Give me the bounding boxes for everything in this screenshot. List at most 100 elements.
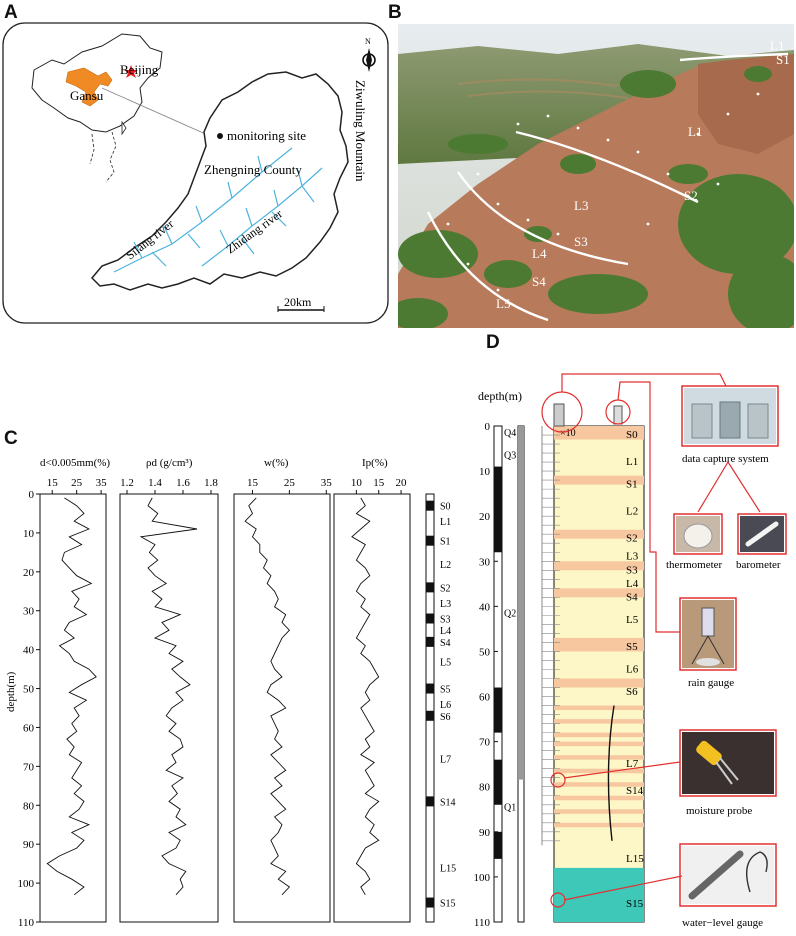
layer-label: L7 [626,758,639,770]
photo-label-s1-top: S1 [776,52,790,67]
paleosol-layer [554,637,644,652]
site-label: monitoring site [227,128,306,143]
layer-label: L15 [626,853,644,865]
depth-axis-label: depth(m) [5,671,17,712]
photo-label-l4: L4 [532,246,547,261]
paleosol-band [426,582,434,593]
age-label: Q4 [504,428,516,439]
mountain-label: Ziwuling Mountain [353,80,368,182]
strat-label: L6 [440,700,451,711]
layer-label: S0 [626,429,638,441]
strat-label: S1 [440,537,451,548]
profile-2-xlabel: ρd (g/cm³) [146,457,193,469]
monitoring-site-dot [217,133,223,139]
paleosol-layer [554,588,644,598]
paleosol-band [426,683,434,694]
device-connectors [541,373,761,908]
profile-frame-2 [119,493,219,923]
strat-label: S2 [440,583,451,594]
strat-label: L3 [440,599,451,610]
profile-line-3 [244,497,291,896]
rain-gauge-photo [679,597,737,671]
d-y-tick-label: 100 [474,872,491,884]
loess-slope [398,54,794,328]
profile-frame-4 [333,493,411,923]
y-tick-label: 40 [23,645,35,657]
y-tick-label: 20 [23,567,35,579]
paleosol-layer [554,561,644,571]
d-y-tick-label: 20 [479,511,491,523]
photo-label-s3: S3 [574,234,588,249]
county-label: Zhengning County [204,162,302,177]
d-y-tick-label: 40 [479,601,491,613]
strat-label: L7 [440,755,451,766]
layer-label: L2 [626,506,638,518]
paleosol-band [426,710,434,721]
paleosol-layer [554,822,644,828]
d-y-tick-label: 90 [479,827,491,839]
photo-label-l1-top: L1 [770,38,784,53]
profile-line-1 [46,497,97,896]
north-arrow-icon: N [362,37,376,72]
layer-label: S15 [626,898,644,910]
age-band [494,759,502,805]
layer-label: S5 [626,641,638,653]
layer-label: S2 [626,533,638,545]
d-y-tick-label: 30 [479,556,491,568]
d-y-tick-label: 10 [479,466,491,478]
omission-mark [607,705,615,841]
profile-frame-3 [233,493,331,923]
profile-4-xlabel: Ip(%) [362,457,388,469]
profile-3-xlabel: w(%) [264,457,289,469]
paleosol-layer [554,529,644,539]
monitoring-column: depth(m) 0102030405060708090100110Q4Q3Q2… [474,373,787,929]
strat-label: L15 [440,864,456,875]
paleosol-layer [554,705,644,711]
y-tick-label: 50 [23,684,35,696]
paleosol-band [426,613,434,624]
strat-label: L4 [440,626,451,637]
strat-label: L2 [440,560,451,571]
paleosol-band [426,796,434,807]
photo-label-l1: L1 [688,124,702,139]
gansu-label: Gansu [70,88,104,103]
rivers [113,147,323,273]
data-capture-photo [681,385,779,447]
paleosol-layer [554,755,644,760]
column-depth-label: depth(m) [478,389,522,403]
paleosol-band [426,535,434,546]
x-tick-label: 25 [284,477,296,489]
paleosol-layer [554,768,644,774]
layer-label: L4 [626,578,639,590]
strat-label: S6 [440,712,451,723]
data-capture-label: data capture system [682,453,769,465]
d-y-tick-label: 50 [479,646,491,658]
d-y-tick-label: 0 [485,421,491,433]
panel-label-d: D [486,332,500,353]
y-tick-label: 90 [23,839,35,851]
d-y-tick-label: 110 [474,917,491,929]
paleosol-layer [554,732,644,738]
paleosol-layer [554,741,644,747]
x-tick-label: 1.6 [176,477,190,489]
moisture-probe-label: moisture probe [686,805,752,817]
x-tick-label: 35 [321,477,333,489]
panel-label-a: A [4,2,18,23]
y-tick-label: 70 [23,761,35,773]
x-tick-label: 15 [373,477,385,489]
field-photo: L1 S1 L1 S2 L3 S3 L4 S4 L5 [398,24,794,328]
strat-label: S15 [440,899,456,910]
paleosol-layer [554,795,644,801]
age-label: Q2 [504,608,516,619]
x-tick-label: 15 [247,477,259,489]
layer-label: L6 [626,663,639,675]
d-y-tick-label: 70 [479,737,491,749]
sensor-head-icon [613,405,623,425]
layer-label: L3 [626,551,639,563]
profile-1-xlabel: d<0.005mm(%) [40,457,110,469]
loess-column [553,425,645,923]
layer-label: S3 [626,564,638,576]
layer-label: L5 [626,614,639,626]
scale-label: 20km [284,295,312,309]
y-tick-label: 30 [23,606,35,618]
